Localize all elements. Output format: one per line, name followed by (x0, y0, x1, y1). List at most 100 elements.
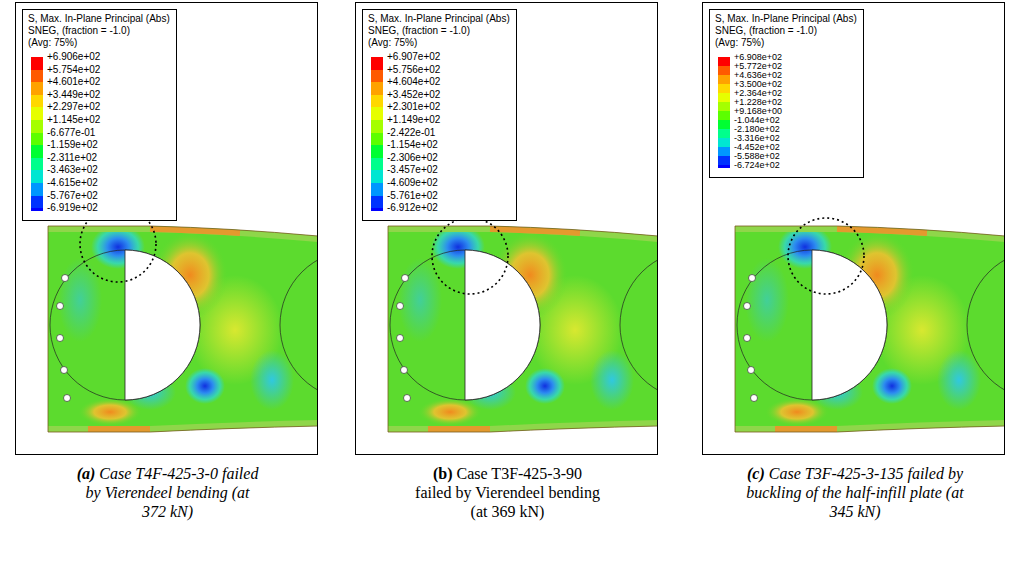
legend-swatch (718, 111, 730, 120)
legend-heading: (Avg: 75%) (715, 37, 857, 49)
legend-value: -2.311e+02 (47, 153, 97, 163)
fe-plot-a (48, 225, 430, 432)
dotted-highlight (432, 218, 508, 294)
legend-scale: +6.907e+02+5.756e+02+4.604e+02+3.452e+02… (368, 57, 510, 216)
legend-swatch (371, 133, 383, 146)
legend-value: +1.145e+02 (47, 115, 100, 125)
legend-value: +5.756e+02 (387, 65, 440, 75)
legend-value: +3.449e+02 (47, 90, 100, 100)
legend-swatch (371, 70, 383, 83)
legend-value: +4.604e+02 (387, 77, 440, 87)
legend-value: +5.772e+02 (734, 62, 782, 71)
figure-panel: (b) Case T3F-425-3-90 failed by Vierende… (355, 2, 658, 455)
legend-value: -5.588e+02 (734, 152, 780, 161)
legend-heading: SNEG, (fraction = -1.0) (368, 25, 510, 37)
legend-value: +4.636e+02 (734, 71, 782, 80)
legend-swatch (371, 158, 383, 171)
legend-heading: S, Max. In-Plane Principal (Abs) (28, 13, 170, 25)
panel-caption: (c) Case T3F-425-3-135 failed by bucklin… (745, 464, 965, 521)
legend-swatch (718, 93, 730, 102)
legend-value: -2.422e-01 (387, 128, 435, 138)
legend-value: +4.601e+02 (47, 77, 100, 87)
legend-swatch (31, 183, 43, 196)
legend-value: -2.180e+02 (734, 125, 780, 134)
legend-value: +2.364e+02 (734, 89, 782, 98)
legend-swatch (31, 120, 43, 133)
figure-panel: (c) Case T3F-425-3-135 failed by bucklin… (702, 2, 1005, 455)
legend-swatch (371, 95, 383, 108)
contour-legend: S, Max. In-Plane Principal (Abs)SNEG, (f… (709, 9, 864, 178)
legend-swatch (718, 129, 730, 138)
legend-heading: S, Max. In-Plane Principal (Abs) (368, 13, 510, 25)
contour-legend: S, Max. In-Plane Principal (Abs)SNEG, (f… (22, 9, 177, 221)
legend-value: +1.228e+02 (734, 98, 782, 107)
legend-swatch (718, 75, 730, 84)
panel-caption: (b) Case T3F-425-3-90 failed by Vierende… (415, 464, 600, 521)
legend-swatch (31, 70, 43, 83)
legend-swatch (31, 133, 43, 146)
legend-swatch (371, 183, 383, 196)
legend-swatch (31, 170, 43, 183)
legend-swatch (31, 82, 43, 95)
legend-swatch (718, 84, 730, 93)
fe-plot-c (735, 225, 1018, 432)
legend-scale: +6.908e+02+5.772e+02+4.636e+02+3.500e+02… (715, 57, 857, 173)
legend-value: -5.761e+02 (387, 191, 438, 201)
legend-value: -3.457e+02 (387, 165, 438, 175)
legend-heading: SNEG, (fraction = -1.0) (715, 25, 857, 37)
legend-value: -1.044e+02 (734, 116, 780, 125)
legend-swatch (371, 208, 383, 211)
legend-swatch (31, 57, 43, 70)
legend-value: -6.919e+02 (47, 203, 98, 213)
legend-swatch (371, 82, 383, 95)
caption-text: Case T4F-425-3-0 failed by Vierendeel be… (86, 465, 259, 520)
caption-label: (b) (433, 465, 453, 482)
legend-value: +2.301e+02 (387, 102, 440, 112)
contour-legend: S, Max. In-Plane Principal (Abs)SNEG, (f… (362, 9, 517, 221)
caption-label: (a) (77, 465, 96, 482)
legend-swatch (31, 158, 43, 171)
legend-swatch (718, 66, 730, 75)
legend-swatch (371, 120, 383, 133)
legend-scale: +6.906e+02+5.754e+02+4.601e+02+3.449e+02… (28, 57, 170, 216)
legend-swatch (31, 145, 43, 158)
dotted-highlight (788, 218, 864, 294)
legend-value: -1.154e+02 (387, 140, 438, 150)
legend-value: -1.159e+02 (47, 140, 98, 150)
caption-text: Case T3F-425-3-135 failed by buckling of… (746, 465, 963, 520)
legend-heading: (Avg: 75%) (28, 37, 170, 49)
legend-value: +3.452e+02 (387, 90, 440, 100)
caption-label: (c) (747, 465, 765, 482)
legend-value: +5.754e+02 (47, 65, 100, 75)
legend-value: -4.615e+02 (47, 178, 98, 188)
legend-heading: SNEG, (fraction = -1.0) (28, 25, 170, 37)
legend-swatch (718, 165, 730, 168)
legend-swatch (371, 170, 383, 183)
legend-swatch (718, 138, 730, 147)
legend-swatch (371, 107, 383, 120)
legend-value: +1.149e+02 (387, 115, 440, 125)
legend-value: +6.908e+02 (734, 53, 782, 62)
legend-heading: S, Max. In-Plane Principal (Abs) (715, 13, 857, 25)
legend-value: -4.452e+02 (734, 143, 780, 152)
legend-swatch (371, 196, 383, 209)
legend-swatch (718, 102, 730, 111)
legend-swatch (31, 107, 43, 120)
legend-swatch (718, 156, 730, 165)
legend-value: -5.767e+02 (47, 191, 98, 201)
legend-heading: (Avg: 75%) (368, 37, 510, 49)
legend-swatch (718, 120, 730, 129)
legend-swatch (371, 145, 383, 158)
legend-value: +9.168e+00 (734, 107, 782, 116)
legend-swatch (718, 57, 730, 66)
figure-panel: (a) Case T4F-425-3-0 failed by Vierendee… (15, 2, 318, 455)
legend-value: -3.316e+02 (734, 134, 780, 143)
legend-value: -2.306e+02 (387, 153, 438, 163)
legend-value: -6.724e+02 (734, 161, 780, 170)
legend-swatch (718, 147, 730, 156)
legend-value: +6.906e+02 (47, 52, 100, 62)
legend-value: +3.500e+02 (734, 80, 782, 89)
legend-value: -6.912e+02 (387, 203, 438, 213)
panel-caption: (a) Case T4F-425-3-0 failed by Vierendee… (75, 464, 260, 521)
